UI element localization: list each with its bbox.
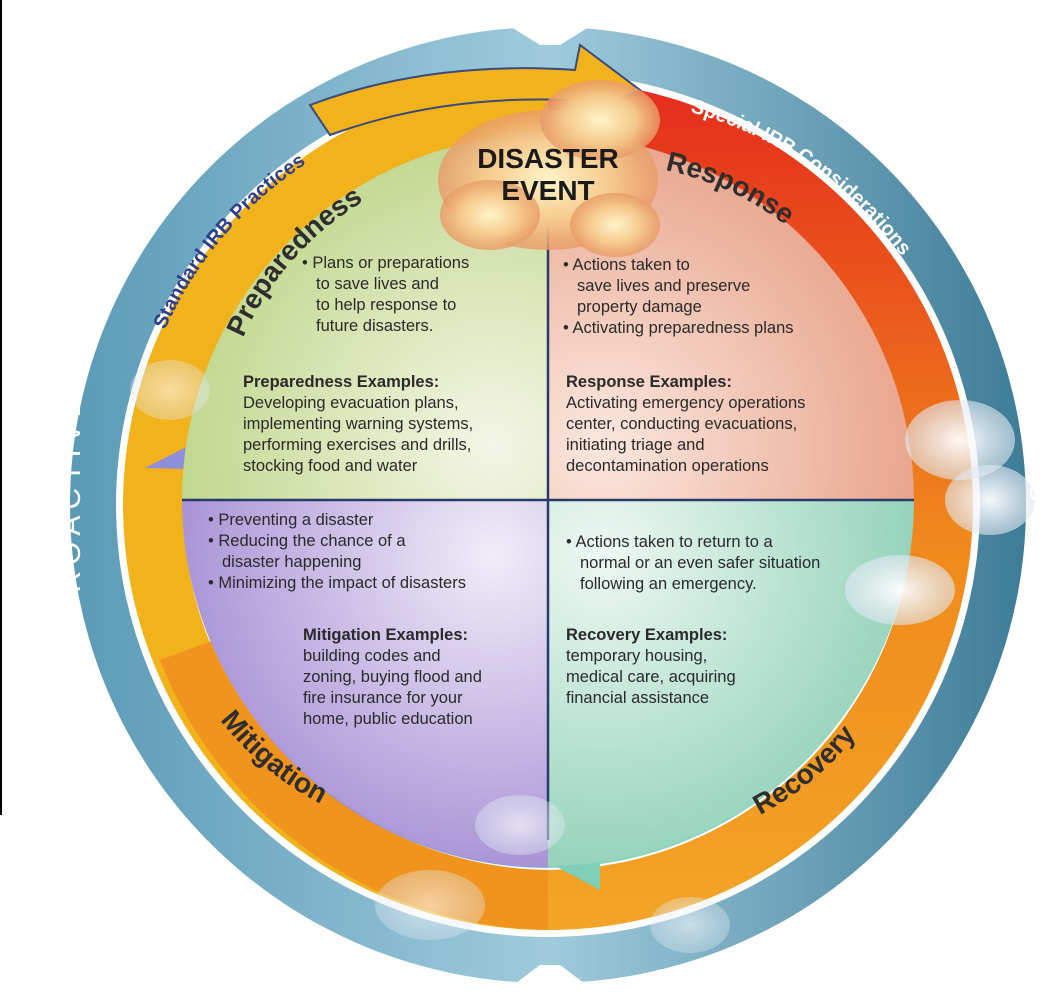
mitigation-bullets: • Preventing a disaster • Reducing the c… (208, 510, 466, 594)
top-notch (500, 20, 600, 45)
recovery-example: financial assistance (566, 689, 710, 707)
mitigation-bullet: disaster happening (222, 553, 362, 571)
recovery-bullets: • Actions taken to return to a normal or… (566, 532, 820, 595)
mitigation-bullet: • Reducing the chance of a (208, 532, 406, 550)
preparedness-examples: Preparedness Examples: Developing evacua… (243, 372, 473, 477)
preparedness-example: Developing evacuation plans, (243, 394, 459, 412)
mitigation-example: fire insurance for your (303, 689, 463, 707)
response-example: decontamination operations (566, 457, 769, 475)
response-example: Activating emergency operations (566, 394, 806, 412)
smoke-clouds (130, 360, 1035, 953)
recovery-bullet: following an emergency. (580, 575, 757, 593)
preparedness-examples-title: Preparedness Examples: (243, 373, 440, 391)
reactive-label: REACTIVE (1023, 401, 1056, 599)
preparedness-example: performing exercises and drills, (243, 436, 472, 454)
response-bullet: • Activating preparedness plans (563, 319, 794, 337)
recovery-example: temporary housing, (566, 647, 708, 665)
mitigation-example: zoning, buying flood and (303, 668, 482, 686)
quadrant-recovery (548, 500, 914, 866)
preparedness-bullet: future disasters. (316, 317, 434, 335)
preparedness-example: implementing warning systems, (243, 415, 474, 433)
response-bullet: save lives and preserve (577, 277, 751, 295)
response-examples: Response Examples: Activating emergency … (566, 372, 805, 477)
mitigation-examples-title: Mitigation Examples: (303, 626, 469, 644)
mitigation-examples: Mitigation Examples: building codes and … (303, 625, 482, 730)
mitigation-bullet: • Minimizing the impact of disasters (208, 574, 466, 592)
left-edge-line (0, 0, 2, 815)
response-bullet: • Actions taken to (563, 256, 690, 274)
response-examples-title: Response Examples: (566, 373, 732, 391)
recovery-example: medical care, acquiring (566, 668, 736, 686)
disaster-title-line1: DISASTER (477, 143, 619, 174)
mitigation-bullet: • Preventing a disaster (208, 511, 374, 529)
mitigation-example: building codes and (303, 647, 441, 665)
preparedness-bullet: to save lives and (316, 275, 439, 293)
recovery-bullet: • Actions taken to return to a (566, 533, 773, 551)
proactive-label: PROACTIVE (54, 391, 87, 618)
proactive-arc-lower (160, 640, 548, 930)
bottom-notch (500, 965, 600, 995)
preparedness-bullet: • Plans or preparations (302, 254, 470, 272)
preparedness-bullets: • Plans or preparations to save lives an… (302, 253, 469, 337)
disaster-title-line2: EVENT (501, 175, 594, 206)
mitigation-example: home, public education (303, 710, 473, 728)
reactive-arc (548, 80, 973, 930)
recovery-examples-title: Recovery Examples: (566, 626, 728, 644)
response-example: initiating triage and (566, 436, 705, 454)
response-bullets: • Actions taken to save lives and preser… (563, 255, 794, 339)
recovery-bullet: normal or an even safer situation (580, 554, 821, 572)
preparedness-bullet: to help response to (316, 296, 457, 314)
response-example: center, conducting evacuations, (566, 415, 798, 433)
quadrant-mitigation (182, 500, 548, 866)
response-bullet: property damage (577, 298, 702, 316)
disaster-blast-cloud (438, 80, 660, 257)
recovery-examples: Recovery Examples: temporary housing, me… (566, 625, 736, 709)
proactive-arrowhead (308, 43, 642, 137)
preparedness-example: stocking food and water (243, 457, 418, 475)
